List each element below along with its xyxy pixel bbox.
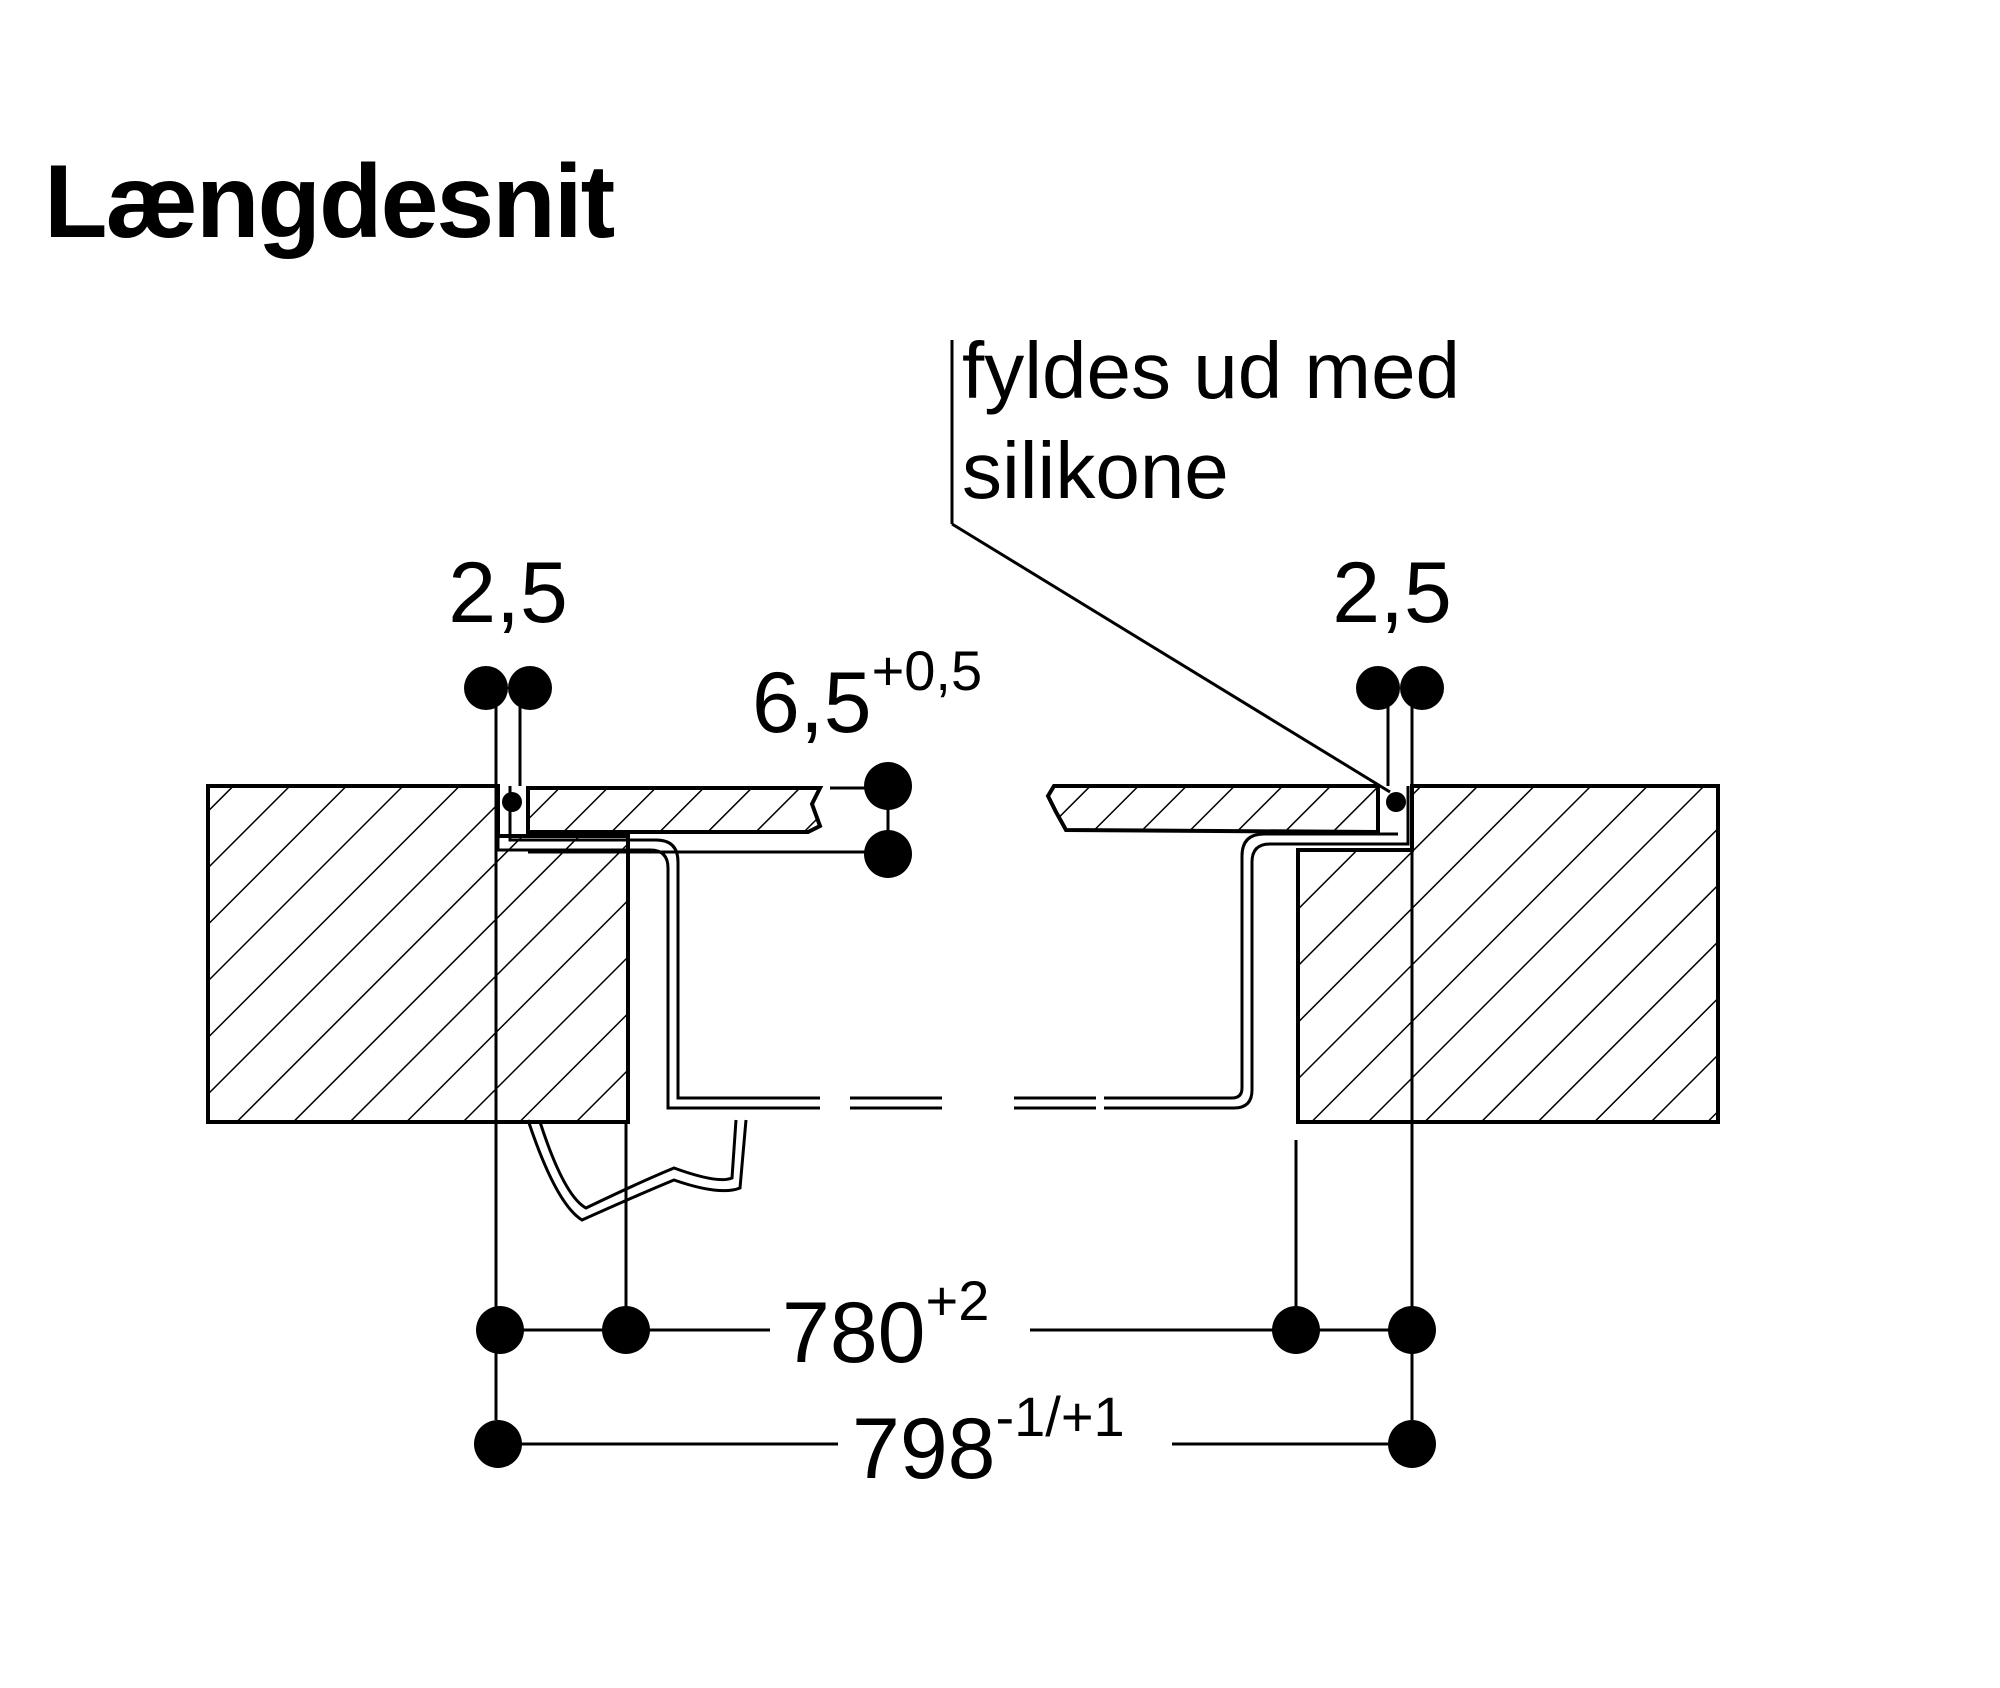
gap-left-label: 2,5	[448, 545, 568, 641]
worktop-left	[206, 784, 630, 1124]
cable	[526, 1119, 748, 1222]
dim-gap-right: 2,5	[1332, 545, 1452, 1420]
note-line-2: silikone	[962, 426, 1229, 515]
gap-right-label: 2,5	[1332, 545, 1452, 641]
hob-frame-left	[496, 786, 1096, 1110]
dim-inner-width: 780+2	[476, 1122, 1436, 1381]
leader-line-diagonal	[951, 522, 1391, 794]
glass-plate-right	[1045, 784, 1380, 835]
outer-width-label: 798-1/+1	[852, 1385, 1125, 1497]
page-title: Længdesnit	[44, 144, 615, 260]
worktop-right	[1296, 784, 1720, 1124]
dim-depth: 6,5+0,5	[528, 639, 982, 878]
dim-outer-width: 798-1/+1	[474, 1385, 1436, 1497]
glass-plate-left	[526, 786, 824, 834]
note-line-1: fyldes ud med	[962, 326, 1460, 415]
hob-frame-right	[1104, 786, 1410, 1110]
inner-width-label: 780+2	[782, 1269, 989, 1381]
dim-gap-left: 2,5	[448, 545, 568, 1420]
depth-label: 6,5+0,5	[752, 639, 982, 751]
